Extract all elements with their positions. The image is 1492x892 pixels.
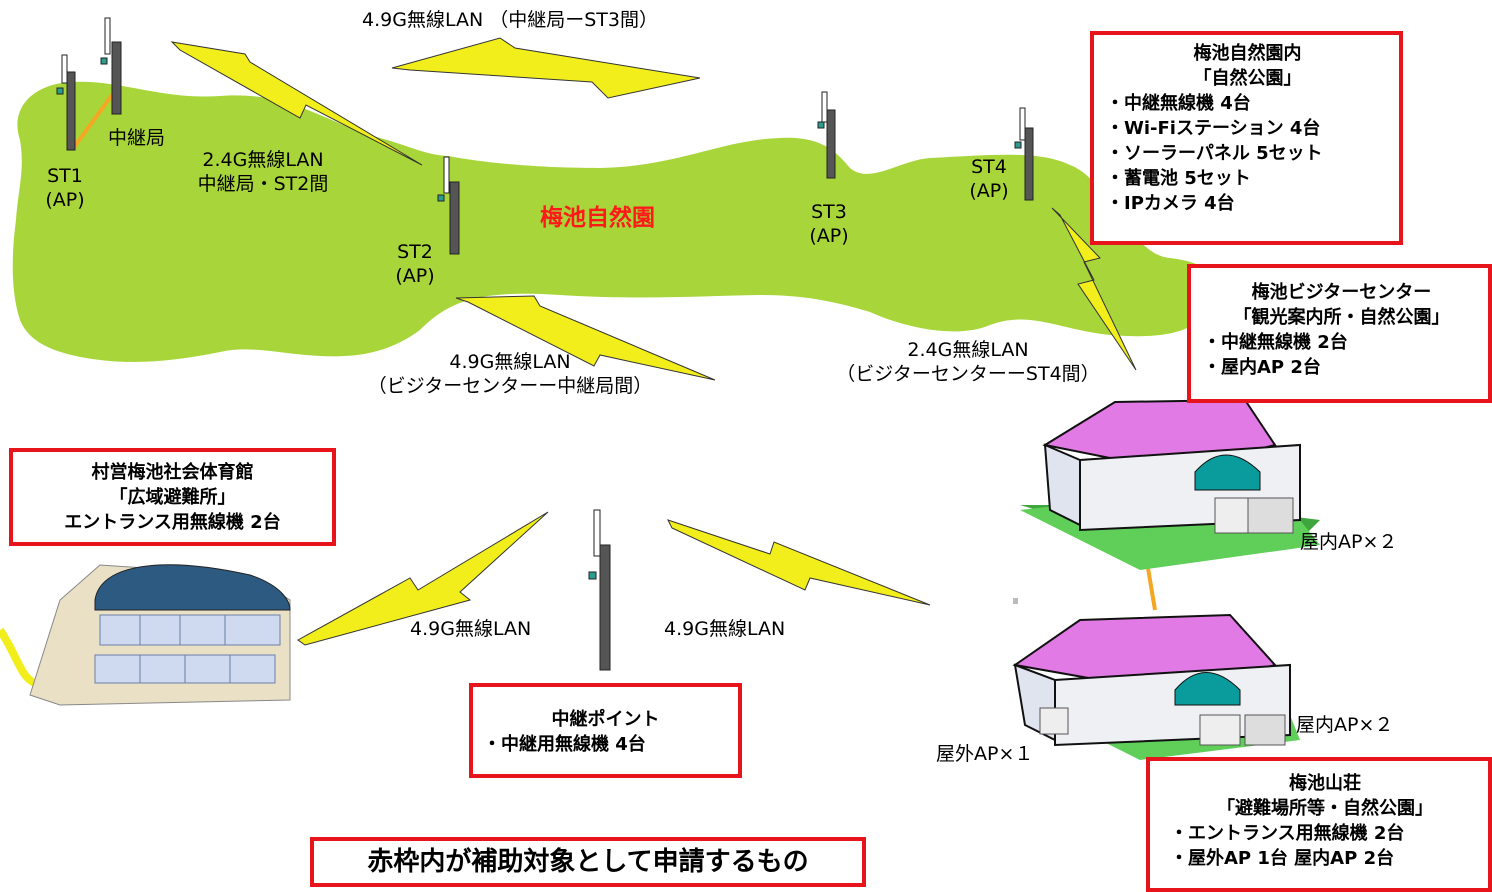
box-item: ・屋外AP 1台 屋内AP 2台 xyxy=(1170,848,1395,869)
relay-point-box: 中継ポイント ・中継用無線機 4台 xyxy=(469,683,742,778)
relay-station-label: 中継局 xyxy=(108,127,166,149)
lodge-indoor-ap-label: 屋内AP×２ xyxy=(1296,714,1394,736)
box-subtitle: 「広域避難所」 xyxy=(109,487,236,508)
visitor-center-image xyxy=(1020,398,1320,570)
top-link-label: 4.9G無線LAN （中継局ーST3間） xyxy=(362,9,658,31)
station-sub: (AP) xyxy=(809,225,849,247)
station-st1-label: ST1 (AP) xyxy=(38,164,92,212)
link-line-2: 中継局・ST2間 xyxy=(197,173,329,195)
station-name: ST2 xyxy=(397,241,433,263)
park-area xyxy=(12,81,1211,363)
box-item: ・IPカメラ 4台 xyxy=(1106,193,1235,214)
box-item: ・屋内AP 2台 xyxy=(1203,357,1321,378)
relay-st2-link-label: 2.4G無線LAN 中継局・ST2間 xyxy=(178,148,348,196)
box-title: 中継ポイント xyxy=(551,709,660,730)
box-item: ・中継無線機 2台 xyxy=(1203,332,1348,353)
box-item: ・蓄電池 5セット xyxy=(1106,168,1251,189)
station-st2-label: ST2 (AP) xyxy=(388,240,442,288)
bolt-gym xyxy=(297,511,549,646)
link-line-1: 4.9G無線LAN xyxy=(449,351,571,373)
box-item: ・中継無線機 4台 xyxy=(1106,93,1251,114)
visitor-st4-link-label: 2.4G無線LAN （ビジターセンターーST4間） xyxy=(808,338,1128,386)
station-sub: (AP) xyxy=(45,189,85,211)
lodge-outdoor-ap-label: 屋外AP×１ xyxy=(936,743,1034,765)
box-subtitle: 「自然公園」 xyxy=(1193,68,1302,89)
bolt-visitor-relay xyxy=(455,295,716,381)
visitor-indoor-ap-label: 屋内AP×２ xyxy=(1300,531,1398,553)
subsidy-note: 赤枠内が補助対象として申請するもの xyxy=(310,837,866,887)
bolt-lodge xyxy=(667,519,931,606)
box-title: 梅池山荘 xyxy=(1289,773,1361,794)
station-st4-label: ST4 (AP) xyxy=(962,155,1016,203)
bolt-st4 xyxy=(1051,207,1137,371)
bolt-relay-st2 xyxy=(170,41,423,166)
visitor-relay-link-label: 4.9G無線LAN （ビジターセンターー中継局間） xyxy=(330,350,690,398)
bolt-top xyxy=(391,37,701,99)
station-sub: (AP) xyxy=(969,180,1009,202)
box-item: ・エントランス用無線機 2台 xyxy=(1170,823,1405,844)
box-item: ・ソーラーパネル 5セット xyxy=(1106,143,1323,164)
park-title: 梅池自然園 xyxy=(540,205,655,231)
box-title: 梅池ビジターセンター xyxy=(1251,282,1432,303)
station-name: ST4 xyxy=(971,156,1007,178)
gym-link-label: 4.9G無線LAN xyxy=(410,618,532,640)
lodge-box: 梅池山荘 「避難場所等・自然公園」 ・エントランス用無線機 2台 ・屋外AP 1… xyxy=(1146,757,1492,892)
antenna-icon xyxy=(56,17,1034,671)
orange-link-st1 xyxy=(70,93,114,152)
box-subtitle: 「避難場所等・自然公園」 xyxy=(1217,798,1433,819)
box-subtitle: 「観光案内所・自然公園」 xyxy=(1233,307,1450,328)
nature-park-box: 梅池自然園内 「自然公園」 ・中継無線機 4台 ・Wi-Fiステーション 4台 … xyxy=(1090,31,1403,245)
box-item: ・中継用無線機 4台 xyxy=(483,734,646,755)
lodge-link-label: 4.9G無線LAN xyxy=(664,618,786,640)
visitor-center-box: 梅池ビジターセンター 「観光案内所・自然公園」 ・中継無線機 2台 ・屋内AP … xyxy=(1187,264,1492,403)
station-st3-label: ST3 (AP) xyxy=(802,200,856,248)
gym-box: 村営梅池社会体育館 「広域避難所」 エントランス用無線機 2台 xyxy=(9,448,336,546)
link-line-1: 2.4G無線LAN xyxy=(907,339,1029,361)
station-sub: (AP) xyxy=(395,265,435,287)
link-line-1: 2.4G無線LAN xyxy=(202,149,324,171)
lodge-image xyxy=(1012,613,1300,760)
link-line-2: （ビジターセンターー中継局間） xyxy=(367,375,653,397)
box-item: エントランス用無線機 2台 xyxy=(64,512,281,533)
link-line-2: （ビジターセンターーST4間） xyxy=(836,363,1100,385)
small-marker xyxy=(1013,598,1018,604)
gym-building-image xyxy=(0,564,291,706)
station-name: ST1 xyxy=(47,165,83,187)
box-title: 梅池自然園内 xyxy=(1193,43,1302,64)
station-name: ST3 xyxy=(811,201,847,223)
box-item: ・Wi-Fiステーション 4台 xyxy=(1106,118,1321,139)
box-title: 村営梅池社会体育館 xyxy=(91,462,254,483)
